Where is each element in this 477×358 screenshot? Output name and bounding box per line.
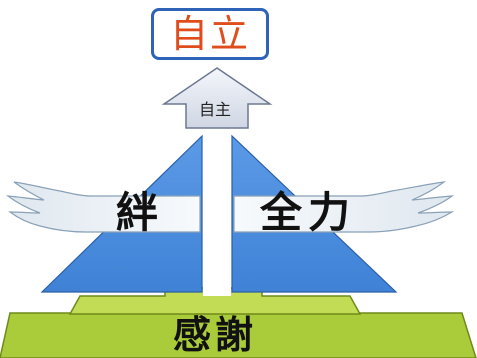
title-box: 自立 bbox=[151, 8, 269, 60]
arrow-label: 自主 bbox=[198, 100, 231, 119]
right-wing-label: 全力 bbox=[259, 188, 356, 237]
right-wing bbox=[233, 181, 455, 233]
center-column bbox=[203, 118, 231, 296]
base-label: 感謝 bbox=[172, 312, 257, 357]
up-arrow bbox=[161, 67, 273, 129]
left-wing-label: 絆 bbox=[115, 188, 158, 237]
title-text: 自立 bbox=[169, 12, 250, 56]
base-step bbox=[68, 287, 362, 315]
left-wing bbox=[5, 181, 201, 233]
